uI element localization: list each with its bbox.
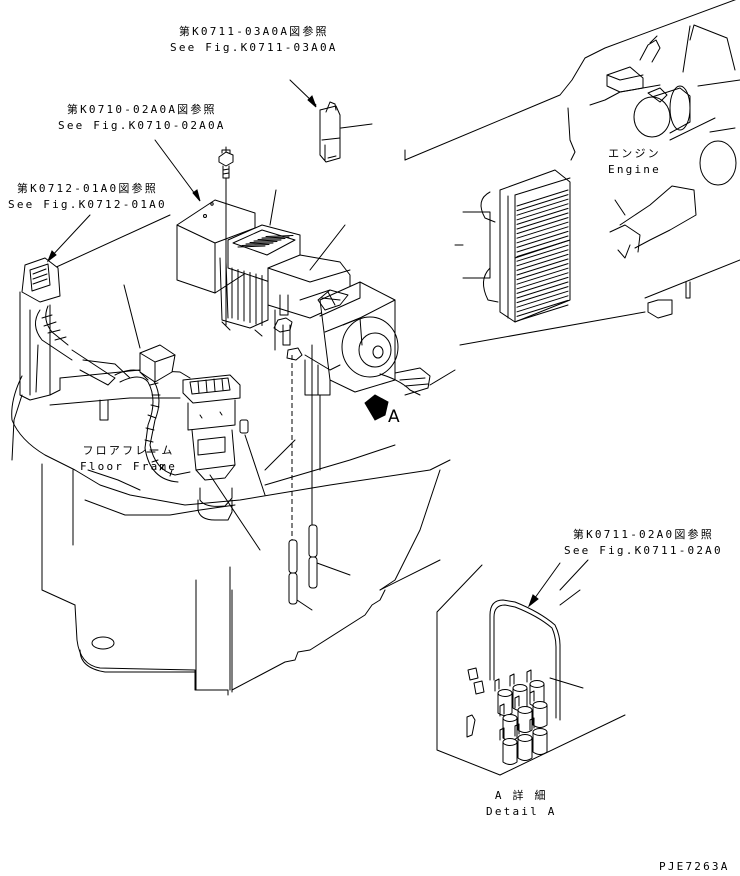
- reference-jp: 第K0710-02A0A図参照: [66, 103, 217, 116]
- connector-tab: [509, 673, 515, 687]
- reference-jp: 第K0711-02A0図参照: [572, 528, 714, 541]
- drain-hoses: [288, 355, 351, 611]
- reference-label-k0711-02a0: 第K0711-02A0図参照 See Fig.K0711-02A0: [564, 527, 723, 559]
- condenser-fin: [516, 253, 569, 271]
- reference-en: See Fig.K0710-02A0A: [58, 119, 226, 132]
- connector-tab: [529, 717, 535, 731]
- condenser-fin: [516, 286, 569, 304]
- engine-label-en: Engine: [608, 163, 661, 176]
- view-arrow-label: A: [388, 407, 400, 427]
- condenser-fin: [516, 221, 569, 239]
- part-leaders: [269, 189, 346, 271]
- condenser-fin: [516, 258, 569, 276]
- evaporator-fin: [241, 244, 270, 246]
- connector-top: [497, 689, 513, 697]
- detail-a-label-jp: A 詳 細: [494, 789, 548, 802]
- reference-en: See Fig.K0712-01A0: [8, 198, 167, 211]
- evaporator-fin: [249, 241, 278, 243]
- reference-jp: 第K0712-01A0図参照: [16, 182, 158, 195]
- floor-frame-label-en: Floor Frame: [80, 460, 178, 473]
- condenser-fin: [516, 226, 569, 244]
- condenser: [454, 169, 571, 323]
- condenser-fin: [516, 230, 569, 248]
- evaporator-fin: [237, 245, 266, 248]
- condenser-fin: [516, 235, 569, 253]
- condenser-fin: [516, 217, 569, 235]
- connector-body: [517, 738, 533, 761]
- condenser-fin: [516, 198, 569, 216]
- connector-top: [517, 734, 533, 742]
- connector-tab: [499, 727, 505, 741]
- connector-tab: [526, 669, 532, 683]
- reference-label-k0712-01a0: 第K0712-01A0図参照 See Fig.K0712-01A0: [8, 181, 167, 213]
- floor-frame: [11, 214, 451, 696]
- evaporator-fin: [253, 239, 282, 242]
- condenser-fin: [516, 212, 569, 230]
- evaporator-fin: [245, 242, 274, 245]
- air-conditioner-unit: [176, 199, 431, 396]
- condenser-fin: [516, 290, 569, 308]
- connector-tab: [499, 703, 505, 717]
- connector-tab: [514, 723, 520, 737]
- connector-body: [532, 705, 548, 728]
- condenser-fin: [516, 276, 569, 294]
- connector-body: [502, 742, 518, 765]
- condenser-fin: [516, 295, 569, 313]
- connector-top: [517, 706, 533, 714]
- reference-leaders: [46, 79, 561, 608]
- condenser-fin: [516, 281, 569, 299]
- condenser-fin: [516, 304, 569, 322]
- view-arrow: [364, 394, 389, 421]
- engine-label-jp: エンジン: [608, 147, 661, 160]
- condenser-fin: [516, 189, 569, 207]
- connector-top: [532, 728, 548, 736]
- drawing-code: PJE7263A: [659, 860, 730, 873]
- condenser-fin: [516, 194, 569, 212]
- reference-label-k0711-03a0a: 第K0711-03A0A図参照 See Fig.K0711-03A0A: [170, 24, 338, 56]
- condenser-fin: [516, 203, 569, 221]
- condenser-fin: [516, 249, 569, 267]
- left-duct: [11, 257, 191, 483]
- connector-top: [532, 701, 548, 709]
- connector-tab: [514, 695, 520, 709]
- detail-a-label: A 詳 細 Detail A: [486, 788, 557, 820]
- condenser-fin: [516, 244, 569, 262]
- connector-tab: [494, 678, 500, 692]
- connector-body: [517, 710, 533, 733]
- detail-a-label-en: Detail A: [486, 805, 557, 818]
- connector-top: [529, 680, 545, 688]
- floor-frame-label-jp: フロアフレーム: [82, 444, 175, 457]
- condenser-fin: [516, 207, 569, 225]
- detail-a: [436, 559, 626, 776]
- engine-label: エンジン Engine: [608, 146, 661, 178]
- connector-body: [532, 732, 548, 755]
- connector-top: [502, 714, 518, 722]
- floor-frame-label: フロアフレーム Floor Frame: [80, 443, 177, 475]
- reference-jp: 第K0711-03A0A図参照: [178, 25, 329, 38]
- condenser-fin: [516, 299, 569, 317]
- condenser-fin: [516, 272, 569, 290]
- condenser-fin: [516, 263, 569, 281]
- control-panel: [182, 374, 266, 551]
- pressure-switch: [319, 101, 373, 163]
- connector-tab: [529, 690, 535, 704]
- evaporator-fin: [265, 235, 294, 237]
- bolt: [218, 146, 234, 326]
- evaporator-fin: [257, 238, 286, 240]
- reference-en: See Fig.K0711-03A0A: [170, 41, 338, 54]
- condenser-fin: [516, 267, 569, 285]
- engine-assembly: [404, 0, 740, 386]
- connector-top: [502, 738, 518, 746]
- reference-label-k0710-02a0a: 第K0710-02A0A図参照 See Fig.K0710-02A0A: [58, 102, 226, 134]
- reference-en: See Fig.K0711-02A0: [564, 544, 723, 557]
- connector-top: [512, 684, 528, 692]
- evaporator-fin: [261, 236, 290, 239]
